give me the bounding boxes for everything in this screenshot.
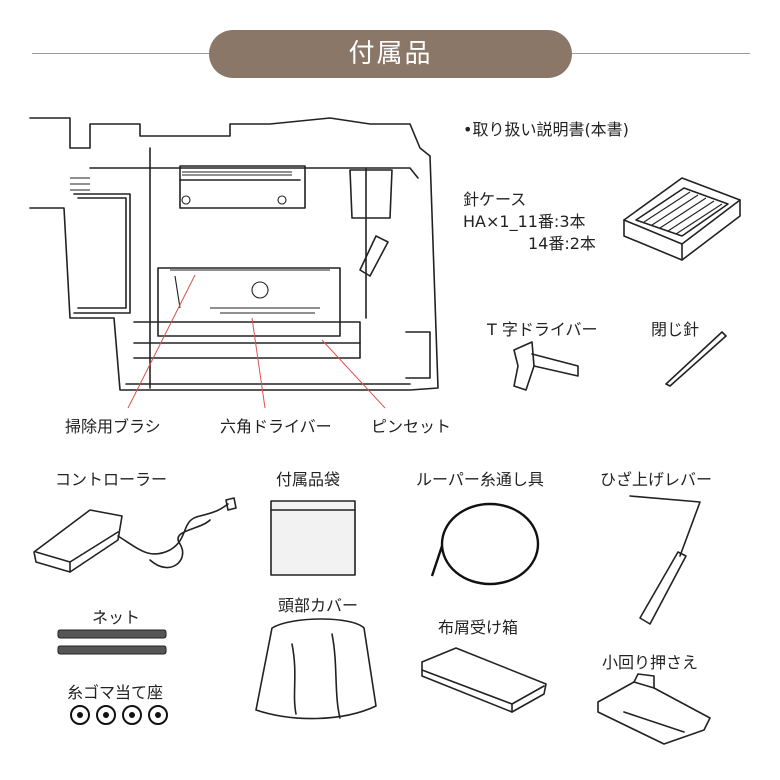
small-foot-label: 小回り押さえ [602,653,699,672]
accessory-bag-label: 付属品袋 [276,470,341,489]
knee-lever-label: ひざ上げレバー [600,470,713,489]
tweezers-label: ピンセット [371,417,452,436]
hex-driver-label: 六角ドライバー [220,417,332,436]
needle-case-line2: 14番:2本 [528,234,596,253]
head-cover-label: 頭部カバー [278,596,359,615]
closing-needle-label: 閉じ針 [651,320,700,339]
t-driver-illustration [513,341,579,391]
needle-case-illustration [623,177,741,261]
small-foot-illustration [597,673,711,745]
controller-label: コントローラー [55,470,168,489]
manual-label: •取り扱い説明書(本書) [463,120,629,139]
header-rule-left [32,53,222,54]
needle-case-line1: HA×1_11番:3本 [463,212,586,231]
header-rule-right [560,53,750,54]
section-title: 付属品 [209,30,572,78]
waste-box-illustration [421,647,547,713]
net-label: ネット [92,608,141,627]
t-driver-label: T 字ドライバー [487,320,598,339]
controller-illustration [33,497,237,573]
machine-compartment-illustration [29,117,439,391]
needle-case-title: 針ケース [463,190,527,209]
thread-pad-illustration [70,705,168,725]
knee-lever-illustration [629,495,701,625]
closing-needle-illustration [665,331,727,387]
looper-threader-illustration [430,502,540,586]
accessory-bag-illustration [270,500,356,576]
waste-box-label: 布屑受け箱 [438,618,519,637]
brush-label: 掃除用ブラシ [65,417,161,436]
head-cover-illustration [255,618,377,720]
net-illustration [57,629,167,655]
looper-threader-label: ルーパー糸通し具 [416,470,544,489]
thread-pad-label: 糸ゴマ当て座 [67,683,164,702]
